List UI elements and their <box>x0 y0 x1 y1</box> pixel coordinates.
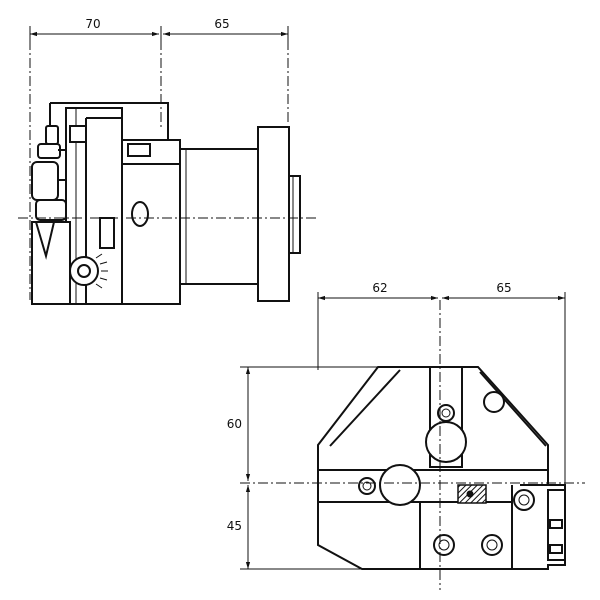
flange <box>257 126 290 302</box>
side-screw <box>549 544 563 554</box>
cylinder-body <box>179 148 259 285</box>
tool-tip <box>35 221 55 260</box>
pin-small <box>483 391 505 413</box>
dim-side-70: 70 <box>85 17 100 31</box>
knurled-wheel <box>69 253 108 289</box>
dim-front-62: 62 <box>372 281 387 295</box>
housing-top <box>50 102 169 140</box>
bore-hole <box>131 201 149 227</box>
dim-side-65: 65 <box>214 17 229 31</box>
cap-screw <box>127 143 151 157</box>
side-screw <box>549 519 563 529</box>
socket-screw <box>513 489 535 511</box>
main-block <box>121 139 181 305</box>
coupling <box>31 161 59 201</box>
dim-front-60: 60 <box>227 417 242 431</box>
adjust-screw <box>99 217 115 249</box>
front-view: 62 65 60 45 <box>227 281 585 590</box>
socket-screw <box>358 477 376 495</box>
socket-screw <box>433 534 455 556</box>
chamfer-lines <box>329 369 547 447</box>
side-view: 70 65 <box>18 17 318 305</box>
dim-front-45: 45 <box>227 519 242 533</box>
fitting-nut <box>37 143 61 159</box>
coupling-nut <box>35 199 67 221</box>
side-view-dimension: 70 65 <box>29 17 289 40</box>
dim-front-65: 65 <box>496 281 511 295</box>
pin-left <box>379 464 421 506</box>
spigot <box>288 175 301 254</box>
hex-nut <box>69 125 87 143</box>
section-dot <box>466 490 474 498</box>
fitting-top <box>45 125 59 145</box>
lower-block <box>419 501 513 570</box>
socket-screw <box>437 404 455 422</box>
socket-screw <box>481 534 503 556</box>
front-view-dimension-horizontal: 62 65 <box>317 281 566 485</box>
pin-upper <box>425 421 467 463</box>
